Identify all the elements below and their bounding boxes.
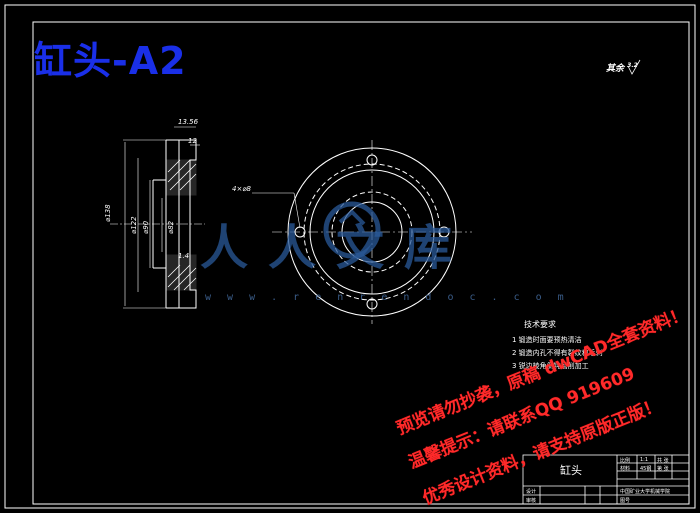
title-block <box>522 454 690 505</box>
tb-checker-label: 审核 <box>526 498 537 504</box>
tech-heading: 技术要求 <box>524 320 556 329</box>
front-view <box>252 140 472 324</box>
tb-sheet-label: 共 张 <box>657 458 669 464</box>
outer-frame <box>4 4 696 509</box>
tech-item: 2 锻造内孔不得有裂纹和毛刺 <box>512 349 603 357</box>
logo-watermark <box>323 201 381 259</box>
dim-d3: ⌀90 <box>142 220 150 234</box>
section-view <box>110 126 205 309</box>
roughness-label: 其余 <box>606 64 625 74</box>
drawing-title: 缸头-A2 <box>34 39 187 83</box>
tb-part-name: 缸头 <box>560 464 582 477</box>
tb-designer-label: 设计 <box>526 489 537 495</box>
roughness-value: 3.2 <box>627 62 638 69</box>
dim-d2: ⌀122 <box>130 216 138 234</box>
roughness-note: 其余 3.2 <box>606 61 638 74</box>
tb-drawing-no: 图号 <box>620 498 631 504</box>
dim-holes: 4×⌀8 <box>232 185 251 193</box>
tb-scale: 1:1 <box>640 457 649 463</box>
tb-scale-label: 比例 <box>620 458 631 464</box>
tech-requirements: 技术要求 1 锻造时面要预热清洁 2 锻造内孔不得有裂纹和毛刺 3 锐边棱角倒钝… <box>512 318 682 373</box>
watermark-site: w w w . r e n r e n d o c . c o m <box>205 292 569 303</box>
tb-school: 中国矿业大学机械学院 <box>620 489 671 495</box>
tech-item: 1 锻造时面要预热清洁 <box>512 336 582 344</box>
dim-top-width: 13.56 <box>178 118 199 126</box>
tb-material: 45钢 <box>640 466 652 472</box>
watermark-logo-text: 人人文库 <box>200 220 473 276</box>
tb-material-label: 材料 <box>620 466 631 472</box>
inner-frame <box>32 21 690 505</box>
tech-item: 3 锐边棱角倒钝磨削加工 <box>512 362 589 370</box>
dim-small: 1.4 <box>178 252 190 260</box>
dim-top-step: 12 <box>188 137 197 145</box>
roughness-symbol <box>627 59 641 75</box>
tb-sheet: 第 张 <box>657 466 669 472</box>
dim-d1: ⌀138 <box>104 204 112 222</box>
dim-d4: ⌀82 <box>167 220 175 234</box>
